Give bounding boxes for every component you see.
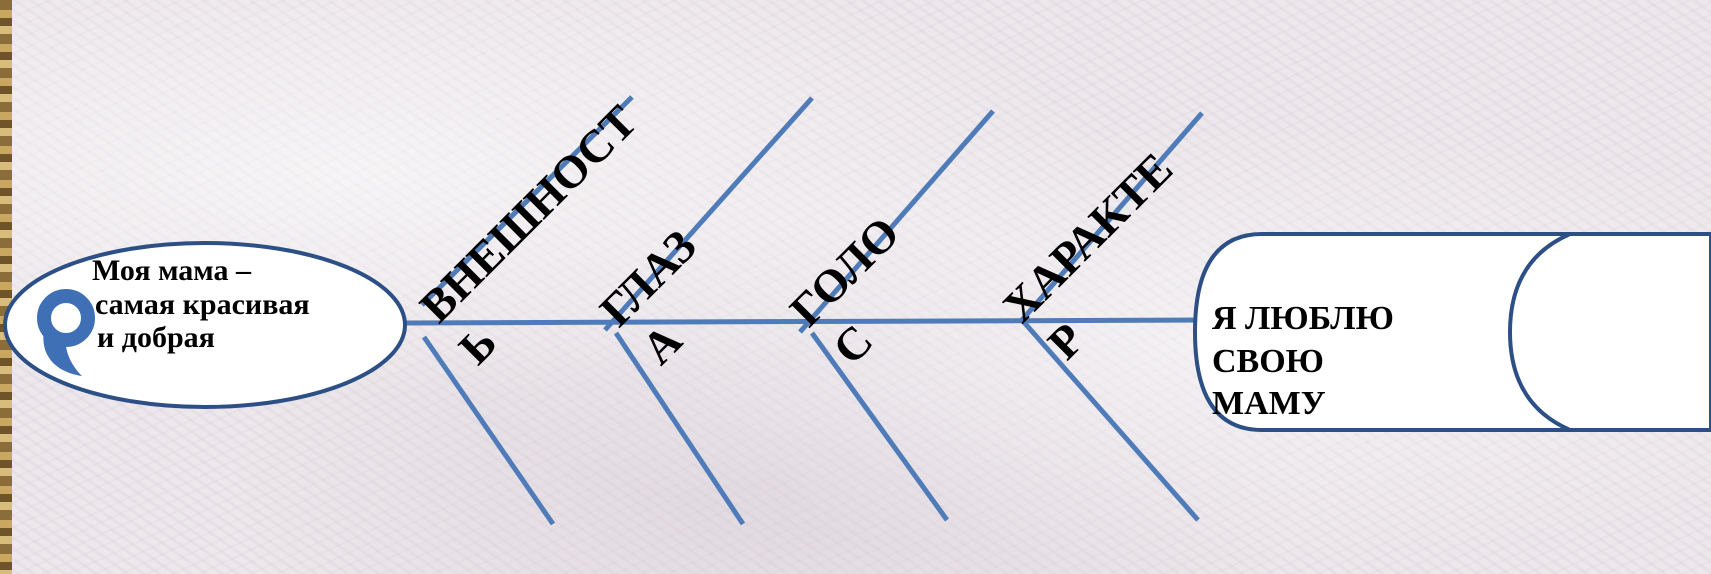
rib-lower-3 bbox=[812, 333, 947, 520]
tail-line-3: МАМУ bbox=[1212, 383, 1394, 426]
rib-lower-4 bbox=[1022, 320, 1198, 520]
tail-line-1: Я ЛЮБЛЮ bbox=[1212, 298, 1394, 341]
head-line-2: самая красивая bbox=[95, 288, 310, 322]
tail-text: Я ЛЮБЛЮ СВОЮ МАМУ bbox=[1212, 298, 1394, 426]
head-line-3: и добрая bbox=[97, 321, 310, 355]
head-line-1: Моя мама – bbox=[92, 254, 310, 288]
head-text: Моя мама – самая красивая и добрая bbox=[92, 254, 310, 355]
tail-line-2: СВОЮ bbox=[1212, 341, 1394, 384]
